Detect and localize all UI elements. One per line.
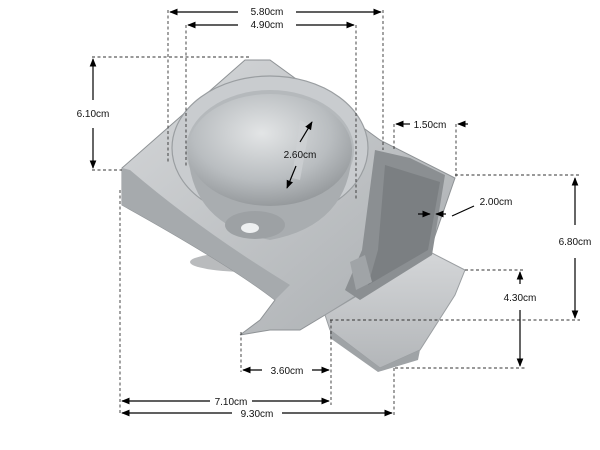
label-bottom-total: 9.30cm	[241, 409, 274, 420]
divider-rib	[350, 255, 372, 290]
dimension-labels: 5.80cm 4.90cm 6.10cm 2.60cm 1.50cm 2.00c…	[77, 7, 592, 420]
label-front-gap: 2.00cm	[480, 197, 513, 208]
dim-arrow-260-bottom	[286, 165, 297, 189]
label-top-outer-width: 5.80cm	[251, 7, 284, 18]
holder-front-face	[122, 168, 290, 300]
side-compartment-inner	[368, 165, 440, 285]
capsule-holder	[121, 59, 466, 372]
label-bottom-small: 3.60cm	[271, 366, 304, 377]
dim-leader-200	[451, 205, 475, 217]
label-left-height: 6.10cm	[77, 109, 110, 120]
cup-highlight	[292, 120, 310, 180]
tray-edge	[330, 330, 420, 372]
label-right-height: 6.80cm	[559, 237, 592, 248]
cup-hole	[241, 223, 259, 233]
label-tray-height: 4.30cm	[504, 293, 537, 304]
label-bottom-mid: 7.10cm	[215, 397, 248, 408]
guide-lines	[92, 10, 580, 415]
dimension-arrows	[89, 8, 579, 417]
label-top-inner-width: 4.90cm	[251, 20, 284, 31]
dim-arrow-260-top	[299, 121, 313, 143]
label-side-slot: 1.50cm	[414, 120, 447, 131]
cup-interior	[188, 94, 352, 206]
label-cup-depth: 2.60cm	[284, 150, 317, 161]
